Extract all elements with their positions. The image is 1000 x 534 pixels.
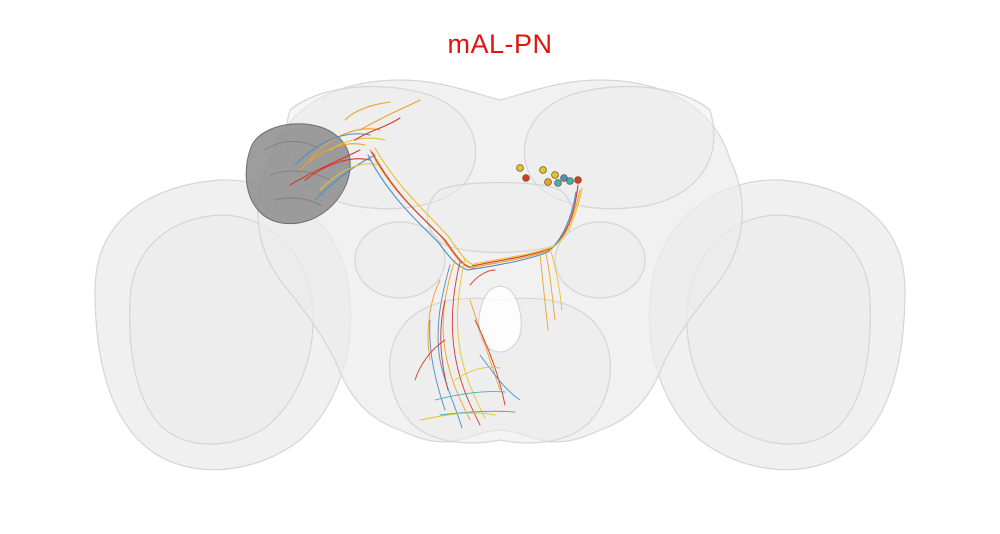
al-dendrites (289, 99, 421, 201)
lateral-horn-dendrites (414, 257, 521, 429)
soma-dot (554, 179, 562, 187)
right-branches (539, 247, 563, 331)
right-inner-lobe (554, 221, 646, 299)
soma-cluster (516, 164, 582, 187)
left-optic-lobe-inner (129, 214, 314, 445)
soma-dot (544, 178, 552, 186)
central-complex (426, 181, 574, 254)
soma-dot (516, 164, 524, 172)
figure-title: mAL-PN (447, 29, 553, 59)
antennal-lobe (245, 123, 351, 225)
esophageal-foramen (478, 285, 522, 353)
soma-dot (522, 174, 530, 182)
soma-dot (551, 171, 559, 179)
left-inner-lobe (354, 221, 446, 299)
midline-bridge (467, 184, 583, 271)
antennal-lobe-texture (264, 141, 331, 207)
soma-dot (560, 174, 568, 182)
brain-mesh (94, 79, 906, 471)
right-optic-lobe-inner (686, 214, 871, 445)
soma-dot (574, 176, 582, 184)
soma-dot (539, 166, 547, 174)
neuron-tracings (289, 99, 583, 429)
soma-dot (566, 177, 574, 185)
